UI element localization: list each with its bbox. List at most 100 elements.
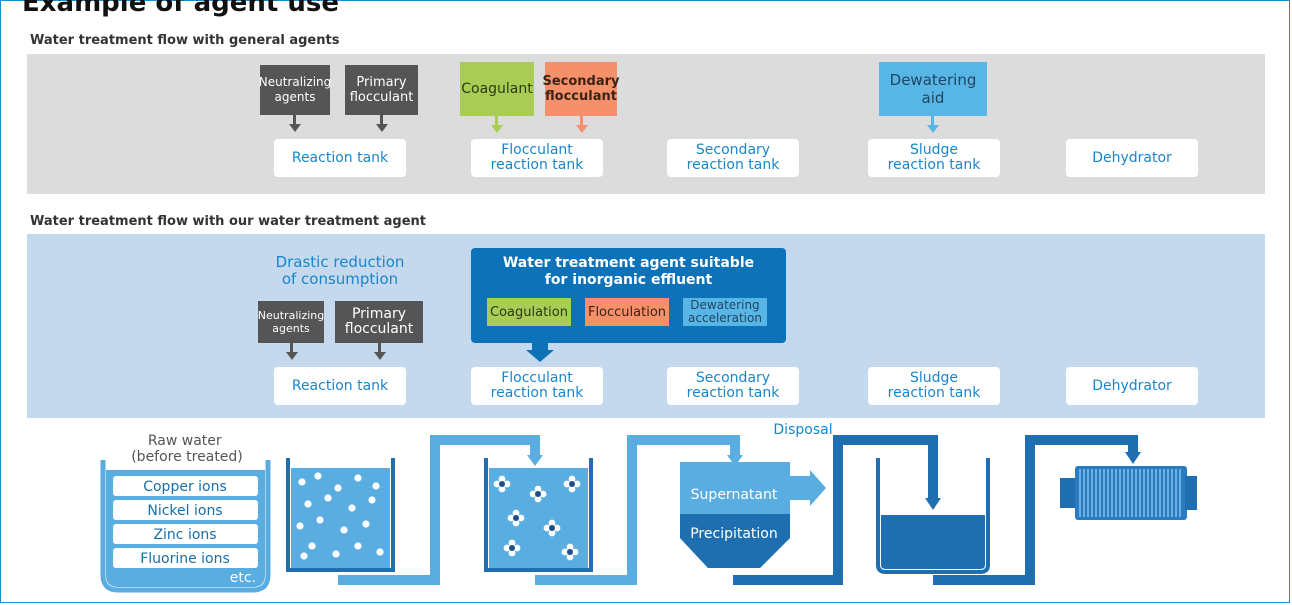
particle	[298, 478, 306, 486]
arrow-stem	[931, 116, 934, 126]
our-agent-title: Water treatment agent suitable for inorg…	[502, 255, 755, 288]
agent-dewatering-aid: Dewatering aid	[879, 62, 987, 116]
page-title: Example of agent use	[22, 0, 340, 18]
floc-particle	[566, 543, 574, 551]
flocs	[493, 475, 581, 561]
particle	[376, 548, 384, 556]
supernatant-label: Supernatant	[691, 487, 778, 503]
floc-particle	[543, 524, 551, 532]
pill-dewatering-acceleration: Dewatering acceleration	[683, 298, 767, 326]
tank-sludge-general: Sludge reaction tank	[868, 139, 1000, 177]
our-flow-label: Water treatment flow with our water trea…	[30, 214, 426, 229]
floc-particle	[563, 480, 571, 488]
particle	[368, 496, 376, 504]
particle	[332, 550, 340, 558]
arrow-stem	[293, 115, 296, 125]
sludge-fill	[881, 515, 985, 569]
agent-neutralizing-ours: Neutralizing agents	[258, 301, 324, 343]
floc-particle	[517, 514, 525, 522]
floc-particle	[561, 548, 569, 556]
floc-particle	[568, 475, 576, 483]
particle	[348, 504, 356, 512]
ion-nickel-box	[113, 500, 258, 520]
ion-copper: Copper ions	[143, 479, 227, 495]
arrow-down-icon	[925, 498, 941, 510]
particle	[304, 500, 312, 508]
pill-coagulation: Coagulation	[487, 298, 571, 326]
floc-particle	[573, 480, 581, 488]
floc-particle	[553, 524, 561, 532]
tank-reaction-ours: Reaction tank	[274, 367, 406, 405]
ion-list: Copper ions Nickel ions Zinc ions Fluori…	[113, 476, 258, 586]
agent-coagulant: Coagulant	[460, 62, 534, 116]
ion-etc: etc.	[230, 570, 256, 586]
ion-zinc: Zinc ions	[153, 527, 216, 543]
agent-primary-general: Primary flocculant	[345, 65, 418, 115]
floc-particle	[503, 544, 511, 552]
arrow-stem	[380, 115, 383, 125]
arrow-down-icon	[286, 352, 298, 360]
floc-particle	[534, 495, 542, 503]
particle	[314, 472, 322, 480]
arrow-down-icon	[374, 352, 386, 360]
floc-core	[535, 491, 541, 497]
ion-fluorine: Fluorine ions	[140, 551, 230, 567]
floc-particle	[548, 519, 556, 527]
particle	[324, 494, 332, 502]
floc-particle	[508, 539, 516, 547]
particles-1	[296, 472, 384, 560]
particle	[334, 484, 342, 492]
ion-zinc-box	[113, 524, 258, 544]
arrow-down-icon	[376, 124, 388, 132]
disposal-label: Disposal	[773, 422, 832, 438]
precipitation-zone	[680, 514, 790, 568]
pipe-dark	[733, 435, 1138, 585]
arrow-stem	[290, 343, 293, 353]
floc-particle	[548, 529, 556, 537]
reaction-tank-1	[286, 458, 395, 572]
arrow-down-icon	[727, 455, 743, 466]
floc-particle	[512, 509, 520, 517]
general-flow-label: Water treatment flow with general agents	[30, 33, 340, 48]
pipe-light	[338, 435, 740, 585]
ion-copper-box	[113, 476, 258, 496]
floc-particle	[529, 490, 537, 498]
agent-primary-ours: Primary flocculant	[335, 301, 423, 343]
flocculant-tank	[484, 458, 593, 572]
sludge-tank	[876, 458, 990, 574]
floc-particle	[493, 480, 501, 488]
tank-dehydrator-ours: Dehydrator	[1066, 367, 1198, 405]
dehydrator-drum-icon	[1060, 466, 1197, 520]
agent-neutralizing-general: Neutralizing agents	[259, 65, 331, 115]
particle	[354, 474, 362, 482]
floc-particle	[513, 544, 521, 552]
floc-particle	[566, 553, 574, 561]
arrow-down-icon	[526, 350, 554, 362]
tank-flocculant-general: Flocculant reaction tank	[471, 139, 603, 177]
floc-core	[569, 481, 575, 487]
particle	[354, 542, 362, 550]
tank-secondary-ours: Secondary reaction tank	[667, 367, 799, 405]
floc-core	[509, 545, 515, 551]
floc-core	[513, 515, 519, 521]
precipitation-label: Precipitation	[690, 526, 778, 542]
ion-fluorine-box	[113, 548, 258, 568]
arrow-down-icon	[1125, 452, 1141, 464]
floc-particle	[571, 548, 579, 556]
floc-core	[567, 549, 573, 555]
pill-flocculation: Flocculation	[585, 298, 669, 326]
arrow-down-icon	[527, 455, 543, 466]
tank-secondary-general: Secondary reaction tank	[667, 139, 799, 177]
arrow-down-icon	[289, 124, 301, 132]
raw-water-tank	[100, 460, 271, 593]
agent-secondary-flocculant: Secondary flocculant	[542, 62, 620, 116]
particle	[316, 516, 324, 524]
floc-core	[499, 481, 505, 487]
floc-particle	[568, 485, 576, 493]
arrow-stem	[378, 343, 381, 353]
tank-flocculant-ours: Flocculant reaction tank	[471, 367, 603, 405]
particle	[362, 520, 370, 528]
floc-particle	[512, 519, 520, 527]
